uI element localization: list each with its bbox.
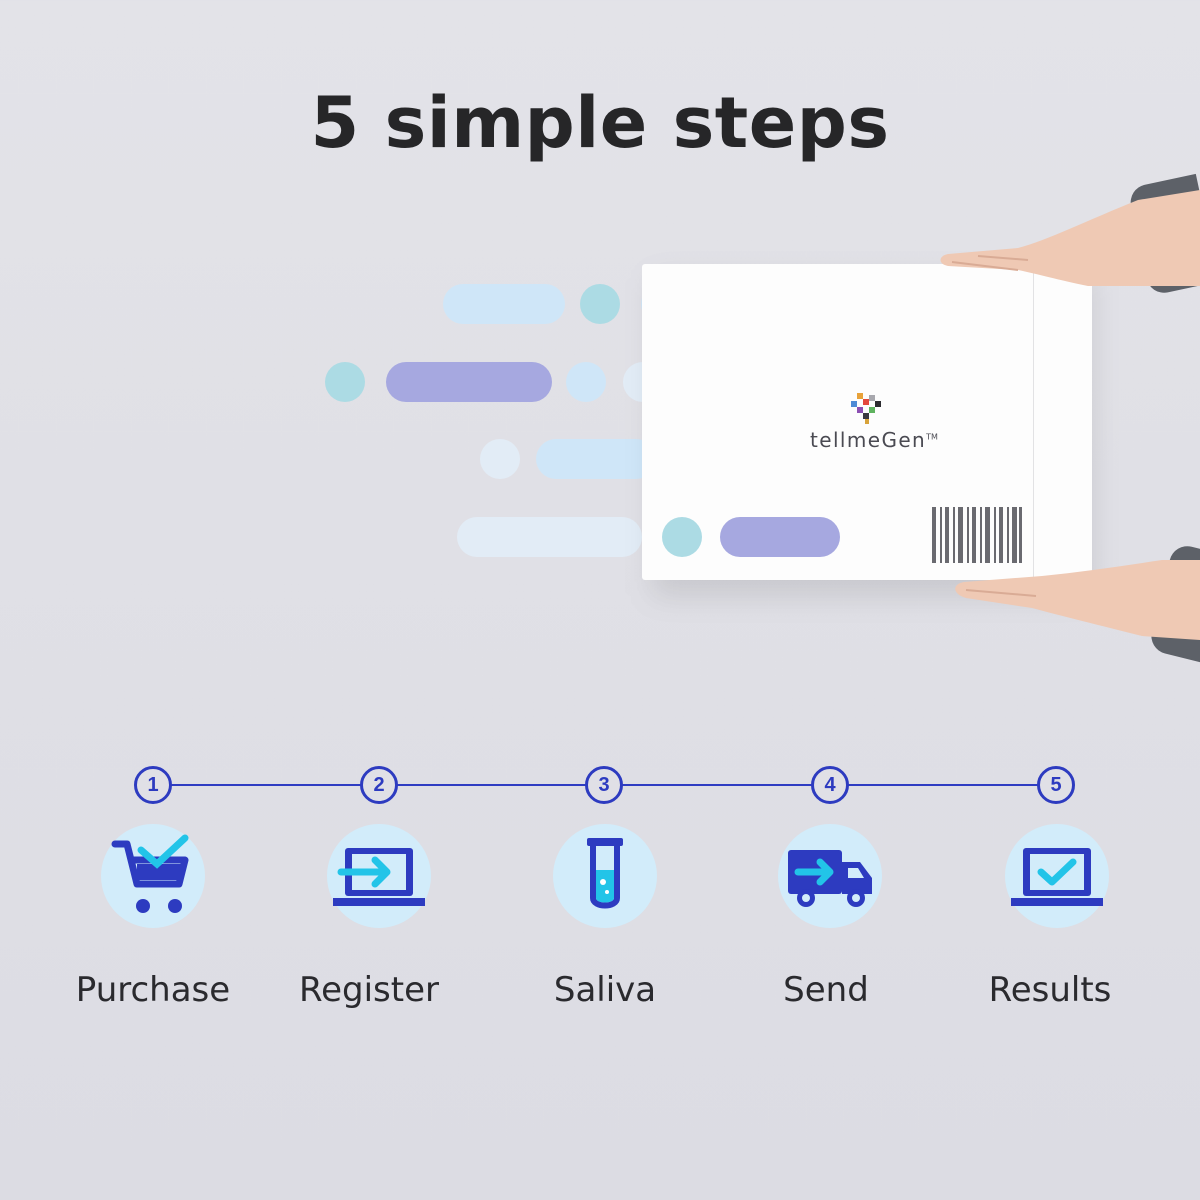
kit-box-flap (1033, 264, 1034, 580)
motion-pill (536, 439, 656, 479)
step-icon-circle (327, 824, 431, 928)
delivery-truck-icon (788, 850, 872, 907)
step-icon-circle (553, 824, 657, 928)
step-number: 2 (360, 766, 398, 804)
step-icon-circle (778, 824, 882, 928)
cart-check-icon (111, 834, 189, 913)
step-number: 4 (811, 766, 849, 804)
motion-pill (720, 517, 840, 557)
motion-dot (325, 362, 365, 402)
bottom-hand-icon (955, 560, 1200, 640)
step-number: 3 (585, 766, 623, 804)
motion-pill (386, 362, 552, 402)
step-label: Purchase (75, 970, 231, 1010)
brand-logo-icon (851, 393, 881, 424)
step-number: 5 (1037, 766, 1075, 804)
step-icon-circle (1005, 824, 1109, 928)
motion-dot (566, 362, 606, 402)
page-title: 5 simple steps (310, 82, 890, 164)
barcode-icon (932, 507, 1022, 563)
step-label: Saliva (553, 970, 657, 1010)
motion-dot (580, 284, 620, 324)
step-label: Send (783, 970, 869, 1010)
test-tube-icon (587, 838, 623, 909)
step-label: Results (988, 970, 1112, 1010)
laptop-check-icon (1011, 848, 1103, 906)
step-number: 1 (134, 766, 172, 804)
laptop-arrow-icon (333, 848, 425, 906)
brand-name: tellmeGenTM (810, 428, 938, 452)
motion-pill (457, 517, 642, 557)
step-label: Register (299, 970, 439, 1010)
motion-pill (443, 284, 565, 324)
top-hand-icon (940, 190, 1200, 286)
motion-dot (480, 439, 520, 479)
motion-dot (662, 517, 702, 557)
step-icon-circle (101, 824, 205, 928)
